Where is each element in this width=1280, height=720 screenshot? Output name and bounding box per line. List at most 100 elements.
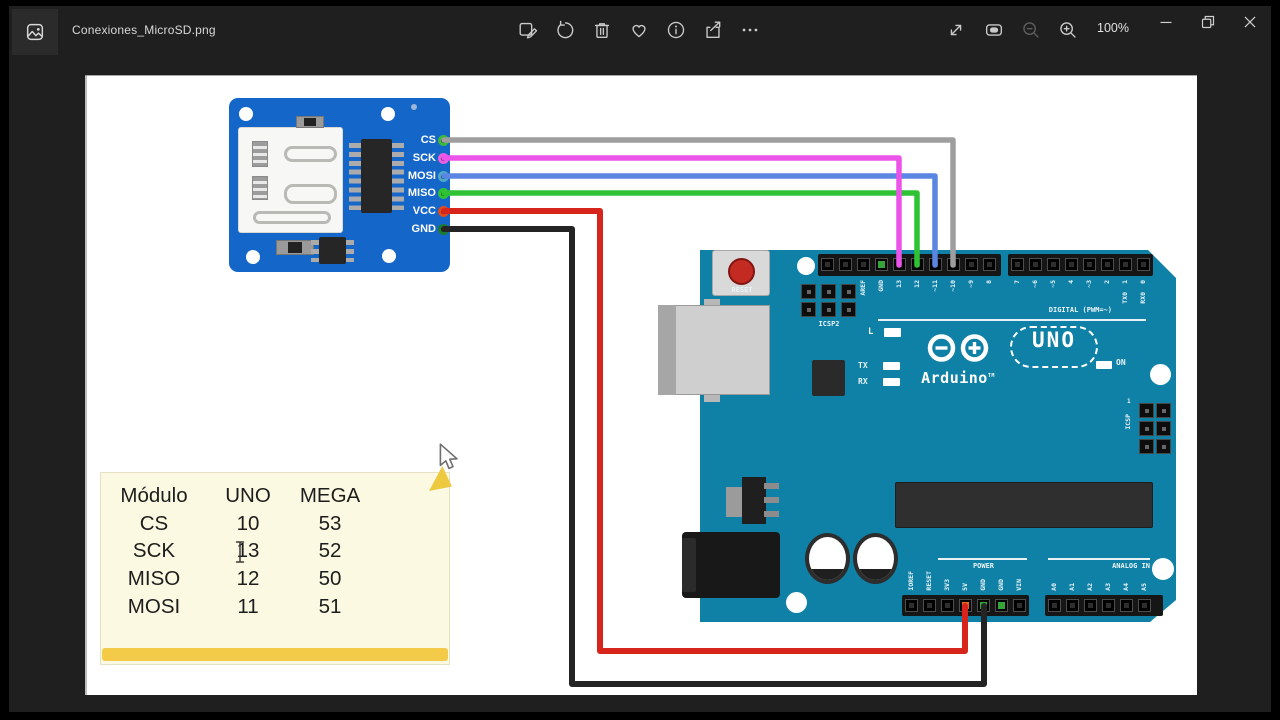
note-cell: CS bbox=[139, 511, 169, 535]
module-pin-label-vcc: VCC bbox=[412, 205, 436, 217]
close-icon bbox=[1244, 16, 1256, 28]
rotate-icon bbox=[557, 20, 574, 39]
pin-label-0: 0 bbox=[1138, 280, 1147, 284]
mounting-hole bbox=[1150, 364, 1171, 385]
ellipsis-icon bbox=[742, 28, 758, 32]
icsp2-label: ICSP2 bbox=[818, 320, 840, 328]
voltage-regulator bbox=[742, 477, 766, 524]
smd-legs bbox=[346, 240, 354, 262]
note-cell: 10 bbox=[236, 511, 260, 535]
module-pin-socket-gnd bbox=[438, 223, 449, 235]
note-cell: 50 bbox=[318, 567, 342, 591]
header-digital-left-pin bbox=[947, 258, 961, 271]
photos-app-icon[interactable] bbox=[12, 9, 58, 55]
fullscreen-button[interactable] bbox=[939, 13, 973, 47]
led-l-label: L bbox=[868, 327, 874, 337]
power-jack-face bbox=[682, 538, 696, 592]
see-more-button[interactable] bbox=[733, 13, 767, 47]
capacitor bbox=[853, 533, 898, 584]
pin-label-13: 13 bbox=[894, 280, 903, 288]
header-analog-pin bbox=[1119, 599, 1133, 612]
header-power-pin bbox=[922, 599, 936, 612]
pin-label-gnd: GND bbox=[996, 579, 1005, 591]
sticky-note-bar bbox=[102, 648, 448, 661]
led-tx-label: TX bbox=[858, 361, 868, 370]
zoom-level-label[interactable]: 100% bbox=[1097, 21, 1129, 35]
module-pin-label-miso: MISO bbox=[407, 187, 436, 199]
icsp2-pad bbox=[801, 284, 816, 299]
header-digital-right-pin bbox=[1028, 258, 1042, 271]
pin-label-a4: A4 bbox=[1121, 583, 1130, 591]
capacitor bbox=[805, 533, 850, 584]
pin-label-3: ~3 bbox=[1084, 280, 1093, 288]
module-dot bbox=[411, 104, 417, 110]
pin-label-gnd: GND bbox=[876, 280, 885, 292]
header-analog-pin bbox=[1137, 599, 1151, 612]
note-cell: 53 bbox=[318, 511, 342, 535]
header-digital-right-pin bbox=[1010, 258, 1024, 271]
pin-label-11: ~11 bbox=[931, 280, 940, 292]
arduino-infinity-logo bbox=[927, 334, 989, 362]
power-silk-line bbox=[938, 558, 1027, 560]
note-header-cell: MEGA bbox=[299, 484, 361, 507]
note-data-row: SCK 13 52 bbox=[100, 537, 450, 565]
header-analog-pin bbox=[1101, 599, 1115, 612]
favorite-button[interactable] bbox=[622, 13, 656, 47]
zoom-out-button[interactable] bbox=[1014, 13, 1048, 47]
fit-to-window-icon bbox=[985, 24, 1003, 36]
module-pin-label-sck: SCK bbox=[412, 152, 436, 164]
header-power-pin bbox=[904, 599, 918, 612]
icsp-pad bbox=[1156, 421, 1171, 436]
fit-to-window-button[interactable] bbox=[977, 13, 1011, 47]
reset-label: RESET bbox=[731, 286, 753, 294]
edit-image-button[interactable] bbox=[511, 13, 545, 47]
zoom-out-icon bbox=[1023, 22, 1039, 38]
icsp2-pad bbox=[821, 284, 836, 299]
smd-regulator bbox=[319, 237, 346, 264]
pin-label-2: 2 bbox=[1102, 280, 1111, 284]
info-icon bbox=[667, 21, 685, 39]
restore-button[interactable] bbox=[1188, 6, 1228, 38]
pin-label-reset: RESET bbox=[924, 571, 933, 591]
info-button[interactable] bbox=[659, 13, 693, 47]
digital-silk-line bbox=[878, 319, 1146, 321]
header-digital-right bbox=[1008, 254, 1153, 276]
ic-legs-left bbox=[349, 143, 361, 210]
minimize-button[interactable] bbox=[1146, 6, 1186, 38]
sd-contacts bbox=[252, 176, 268, 200]
uno-model-badge: UNO bbox=[1010, 326, 1098, 368]
note-cell: SCK bbox=[132, 539, 176, 563]
module-hole bbox=[246, 250, 260, 264]
pin-label-a1: A1 bbox=[1067, 583, 1076, 591]
minimize-icon bbox=[1160, 21, 1172, 24]
rotate-button[interactable] bbox=[548, 13, 582, 47]
pin-label-a2: A2 bbox=[1085, 583, 1094, 591]
zoom-in-icon bbox=[1060, 22, 1076, 38]
analog-silk-line bbox=[1048, 558, 1150, 560]
note-cell: 52 bbox=[318, 539, 342, 563]
mounting-hole bbox=[797, 257, 815, 275]
icsp2-pad bbox=[801, 302, 816, 317]
icsp-pin1-label: 1 bbox=[1127, 398, 1131, 405]
module-pin-socket-sck bbox=[438, 152, 449, 164]
delete-button[interactable] bbox=[585, 13, 619, 47]
icsp-label: ICSP bbox=[1124, 414, 1132, 430]
usb-connector-face bbox=[658, 305, 676, 395]
trademark: TM bbox=[987, 373, 995, 379]
header-digital-right-pin bbox=[1100, 258, 1114, 271]
sd-eject-pin bbox=[253, 211, 331, 224]
share-button[interactable] bbox=[696, 13, 730, 47]
zoom-in-button[interactable] bbox=[1051, 13, 1085, 47]
note-cell: 13 bbox=[236, 539, 260, 563]
close-button[interactable] bbox=[1230, 6, 1270, 38]
header-digital-left-pin bbox=[892, 258, 906, 271]
mouse-cursor bbox=[439, 443, 458, 470]
heart-icon bbox=[632, 24, 646, 38]
header-analog-pin bbox=[1083, 599, 1097, 612]
header-digital-left-pin bbox=[983, 258, 997, 271]
pin-label-a3: A3 bbox=[1103, 583, 1112, 591]
icsp-pad bbox=[1156, 403, 1171, 418]
led-tx bbox=[883, 362, 900, 370]
module-hole bbox=[239, 107, 253, 121]
